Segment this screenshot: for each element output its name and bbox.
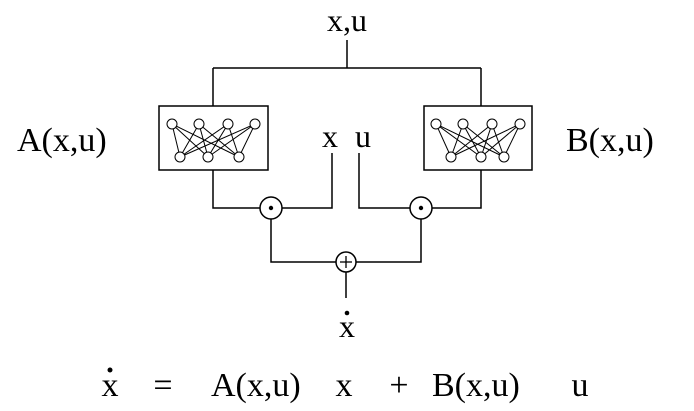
equation-term-b: B(x,u) — [432, 367, 520, 404]
u-to-mult-wire — [358, 153, 410, 209]
add-node — [335, 251, 357, 273]
add-plus-sign — [340, 256, 352, 268]
equation-equals: = — [153, 367, 172, 404]
mult-b-to-add-wire — [356, 219, 422, 263]
network-a-label: A(x,u) — [17, 122, 107, 159]
state-label: x — [322, 118, 338, 154]
a-to-mult-wire — [212, 170, 260, 209]
network-b-box — [423, 105, 533, 171]
equation-x: x — [336, 367, 353, 404]
mult-a-to-add-wire — [270, 219, 336, 263]
x-to-mult-wire — [282, 153, 333, 209]
equation-lhs: x — [102, 367, 119, 404]
equation: x = A(x,u) x + B(x,u) u — [102, 367, 589, 404]
network-b-label: B(x,u) — [566, 122, 654, 159]
equation-derivative-dot — [107, 367, 113, 373]
output-derivative-dot — [344, 310, 350, 316]
equation-u: u — [572, 367, 589, 404]
multiply-dot-b — [418, 205, 424, 211]
equation-term-a: A(x,u) — [211, 367, 301, 404]
multiply-node-b — [409, 196, 433, 220]
neural-net-icon-a — [166, 118, 261, 163]
multiply-dot-a — [268, 205, 274, 211]
control-label: u — [355, 118, 371, 154]
output-label: x — [339, 308, 355, 344]
neural-net-icon-b — [430, 118, 526, 163]
equation-plus: + — [389, 367, 408, 404]
input-label: x,u — [327, 2, 367, 38]
multiply-node-a — [259, 196, 283, 220]
b-to-mult-wire — [432, 170, 482, 209]
